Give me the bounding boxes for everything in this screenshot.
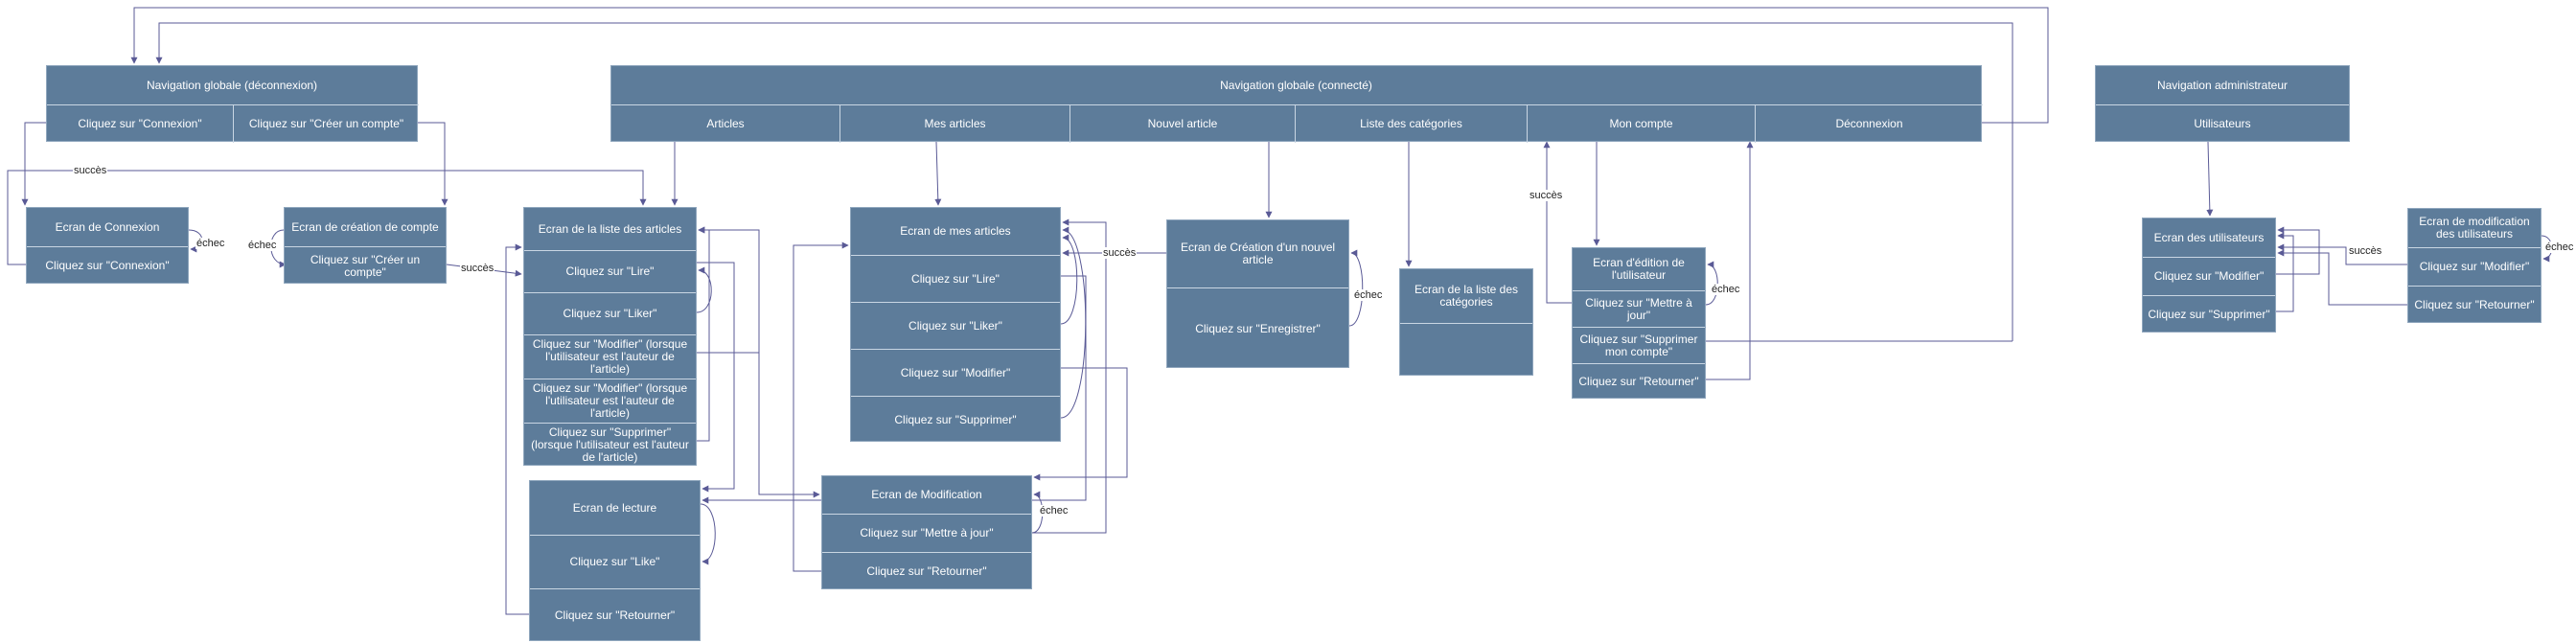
- nav-admin: Navigation administrateur Utilisateurs: [2095, 65, 2350, 142]
- edge-nav-mes-articles: [934, 141, 942, 206]
- edge-label-succes: succès: [460, 263, 495, 274]
- action-modifier-auteur[interactable]: Cliquez sur "Modifier" (lorsque l'utilis…: [524, 334, 696, 379]
- action-lire[interactable]: Cliquez sur "Lire": [851, 255, 1060, 302]
- nav-item-mes-articles[interactable]: Mes articles: [840, 104, 1070, 143]
- edge-label-succes: succès: [2348, 245, 2383, 257]
- edge-mes-supprimer-loop: [1060, 226, 1087, 419]
- ecran-edition-utilisateur: Ecran d'édition de l'utilisateur Cliquez…: [1572, 247, 1706, 399]
- edge-supprimer-loop: [697, 226, 710, 442]
- ecran-modification: Ecran de Modification Cliquez sur "Mettr…: [821, 475, 1032, 589]
- ecran-lecture: Ecran de lecture Cliquez sur "Like" Cliq…: [529, 480, 701, 641]
- edge-label-echec: échec: [2544, 241, 2575, 253]
- nav-item-nouvel-article[interactable]: Nouvel article: [1070, 104, 1295, 143]
- edge-maj-to-mes-articles: [1032, 218, 1107, 534]
- box-title: Navigation globale (déconnexion): [146, 78, 318, 92]
- action-enregistrer[interactable]: Cliquez sur "Enregistrer": [1167, 287, 1348, 369]
- action-connexion[interactable]: Cliquez sur "Connexion": [27, 246, 188, 285]
- action-mettre-a-jour[interactable]: Cliquez sur "Mettre à jour": [822, 514, 1031, 552]
- ecran-utilisateurs: Ecran des utilisateurs Cliquez sur "Modi…: [2142, 218, 2276, 333]
- edge-label-echec: échec: [1039, 505, 1070, 517]
- nav-item-utilisateurs[interactable]: Utilisateurs: [2096, 104, 2349, 143]
- edge-modifier-loop: [697, 226, 760, 354]
- action-modifier-auteur-2[interactable]: Cliquez sur "Modifier" (lorsque l'utilis…: [524, 379, 696, 423]
- edge-liker-loop: [696, 266, 712, 313]
- box-title: Ecran de lecture: [572, 500, 657, 515]
- ecran-connexion: Ecran de Connexion Cliquez sur "Connexio…: [26, 207, 189, 284]
- edge-to-connexion: [21, 122, 46, 206]
- edge-modif-user-retourner: [2277, 249, 2407, 306]
- box-title: Ecran de modification des utilisateurs: [2419, 215, 2530, 241]
- ecran-liste-categories: Ecran de la liste des catégories: [1399, 268, 1533, 376]
- box-title: Ecran de Création d'un nouvel article: [1180, 241, 1336, 266]
- edge-maj-compte-succes: [1543, 141, 1572, 304]
- box-title: Ecran de Connexion: [55, 219, 160, 234]
- edge-label-succes: succès: [1529, 190, 1564, 201]
- action-liker[interactable]: Cliquez sur "Liker": [524, 292, 696, 334]
- action-like[interactable]: Cliquez sur "Like": [530, 535, 700, 588]
- ecran-creation-compte: Ecran de création de compte Cliquez sur …: [284, 207, 447, 284]
- edge-like-loop: [700, 503, 716, 565]
- action-supprimer[interactable]: Cliquez sur "Supprimer": [2143, 295, 2275, 333]
- edge-lire-to-lecture: [697, 262, 735, 493]
- box-title: Ecran d'édition de l'utilisateur: [1593, 256, 1685, 282]
- ecran-mes-articles: Ecran de mes articles Cliquez sur "Lire"…: [850, 207, 1061, 442]
- action-lire[interactable]: Cliquez sur "Lire": [524, 250, 696, 292]
- box-title: Ecran de Modification: [871, 488, 982, 501]
- edge-mes-liker-loop: [1060, 234, 1078, 325]
- nav-item-mon-compte[interactable]: Mon compte: [1527, 104, 1755, 143]
- edge-label-succes: succès: [73, 165, 108, 176]
- edge-supprimer-compte-loop: [155, 22, 2013, 341]
- nav-item-articles[interactable]: Articles: [611, 104, 840, 143]
- edge-label-echec: échec: [247, 240, 278, 251]
- box-title: Navigation administrateur: [2156, 78, 2288, 92]
- edge-mes-modifier-to-modification: [1033, 367, 1128, 481]
- box-title: Navigation globale (connecté): [1220, 78, 1372, 92]
- action-retourner[interactable]: Cliquez sur "Retourner": [2408, 286, 2541, 324]
- nav-item-deconnexion[interactable]: Déconnexion: [1755, 104, 1983, 143]
- edge-compte-retourner: [1706, 141, 1754, 380]
- edge-modifier-to-modification: [697, 352, 820, 498]
- ecran-liste-articles: Ecran de la liste des articles Cliquez s…: [523, 207, 697, 466]
- edge-deconnexion-loop: [130, 7, 2049, 124]
- box-title: Ecran des utilisateurs: [2153, 230, 2265, 244]
- edge-label-echec: échec: [1711, 284, 1741, 295]
- action-mettre-a-jour[interactable]: Cliquez sur "Mettre à jour": [1573, 290, 1705, 327]
- edge-retourner-to-liste: [505, 243, 529, 615]
- nav-item-creer-compte[interactable]: Cliquez sur "Créer un compte": [233, 104, 419, 143]
- edge-nav-utilisateurs: [2206, 141, 2214, 217]
- action-supprimer-auteur[interactable]: Cliquez sur "Supprimer" (lorsque l'utili…: [524, 423, 696, 467]
- action-retourner[interactable]: Cliquez sur "Retourner": [530, 588, 700, 642]
- action-supprimer[interactable]: Cliquez sur "Supprimer": [851, 396, 1060, 443]
- action-liker[interactable]: Cliquez sur "Liker": [851, 302, 1060, 349]
- edge-label-echec: échec: [1353, 289, 1384, 301]
- nav-item-liste-categories[interactable]: Liste des catégories: [1295, 104, 1527, 143]
- action-creer-compte[interactable]: Cliquez sur "Créer un compte": [285, 246, 446, 285]
- box-title: Ecran de mes articles: [900, 224, 1011, 238]
- action-modifier[interactable]: Cliquez sur "Modifier": [2143, 257, 2275, 295]
- action-modifier[interactable]: Cliquez sur "Modifier": [2408, 247, 2541, 286]
- action-retourner[interactable]: Cliquez sur "Retourner": [1573, 363, 1705, 400]
- nav-item-connexion[interactable]: Cliquez sur "Connexion": [47, 104, 233, 143]
- action-retourner[interactable]: Cliquez sur "Retourner": [822, 552, 1031, 590]
- box-title: Ecran de la liste des articles: [538, 221, 682, 236]
- nav-global-connecte: Navigation globale (connecté) Articles M…: [610, 65, 1983, 143]
- action-modifier[interactable]: Cliquez sur "Modifier": [851, 349, 1060, 396]
- empty-row: [1400, 323, 1532, 377]
- box-title: Ecran de création de compte: [291, 219, 439, 234]
- ecran-modif-utilisateurs: Ecran de modification des utilisateurs C…: [2407, 208, 2542, 323]
- edge-user-modifier: [2276, 226, 2320, 275]
- edge-retourner-to-mes-articles: [793, 241, 849, 572]
- edge-modif-user-succes: [2277, 243, 2407, 265]
- edge-connexion-succes: [7, 170, 647, 265]
- edge-label-echec: échec: [196, 238, 226, 249]
- ecran-creation-article: Ecran de Création d'un nouvel article Cl…: [1166, 219, 1349, 368]
- action-supprimer-compte[interactable]: Cliquez sur "Supprimer mon compte": [1573, 327, 1705, 363]
- nav-global-deconnexion: Navigation globale (déconnexion) Cliquez…: [46, 65, 419, 143]
- box-title: Ecran de la liste des catégories: [1414, 283, 1519, 309]
- edge-to-creation-compte: [418, 122, 448, 206]
- edge-label-succes: succès: [1102, 247, 1138, 259]
